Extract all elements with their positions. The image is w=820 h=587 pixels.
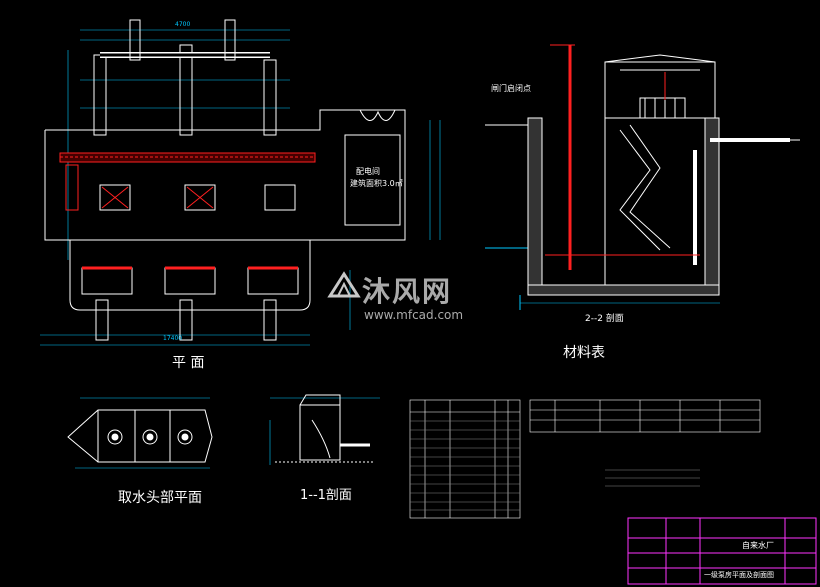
drawing-name: 一级泵房平面及剖面图 [704,571,774,579]
watermark-text: 沐风网 [362,275,453,308]
plan-total-dimension: 17400 [163,335,183,342]
pump-table [529,399,761,433]
plant-name: 自来水厂 [742,541,774,550]
plan-title: 平 面 [172,355,205,371]
plan-top-dimension: 4700 [175,21,191,28]
room-area-label: 建筑面积3.0㎡ [350,179,403,188]
intake-plan-title: 取水头部平面 [118,490,202,506]
watermark-url: www.mfcad.com [364,308,464,322]
equipment-table [409,399,521,519]
section-1-title: 1--1剖面 [300,488,352,503]
title-block [627,517,817,585]
room-label: 配电间 [356,167,380,176]
section-2-title: 2--2 剖面 [585,314,624,324]
intake-plan-view [67,397,213,469]
section-2-view [485,44,800,310]
plan-view [40,19,441,346]
plan-dimensions [40,29,441,346]
section-1-view [269,394,380,465]
watermark-logo-icon [327,271,361,298]
gate-anchor-note: 闸门启闭点 [491,84,531,93]
notes [605,469,700,487]
watermark: 沐风网 www.mfcad.com [362,270,463,322]
material-table-title: 材料表 [563,345,605,361]
